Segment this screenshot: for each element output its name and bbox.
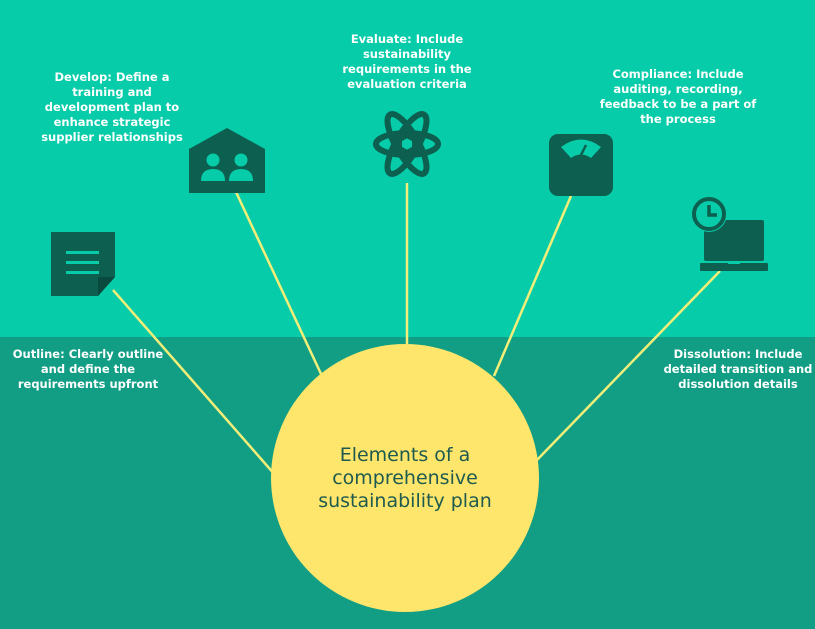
label-develop: Develop: Define a training and developme…	[28, 70, 196, 145]
label-line: and define the	[40, 362, 136, 376]
connector-dissolution	[536, 270, 721, 461]
label-line: auditing, recording,	[613, 82, 743, 96]
label-line: training and	[72, 85, 152, 99]
label-dissolution: Dissolution: Include detailed transition…	[655, 347, 815, 392]
atom-icon	[373, 111, 441, 177]
label-outline: Outline: Clearly outline and define the …	[2, 347, 174, 392]
label-line: requirements upfront	[17, 377, 159, 391]
label-line: detailed transition and	[663, 362, 813, 376]
label-line: Develop: Define a	[54, 70, 170, 84]
hub-title-line: comprehensive	[332, 466, 478, 489]
label-line: development plan to	[44, 100, 180, 114]
label-line: requirements in the	[342, 62, 472, 76]
hub-title-line: Elements of a	[339, 443, 471, 466]
label-line: sustainability	[362, 47, 452, 61]
label-line: Dissolution: Include	[673, 347, 803, 361]
central-hub: Elements of a comprehensive sustainabili…	[271, 344, 539, 612]
label-compliance: Compliance: Include auditing, recording,…	[592, 67, 764, 127]
label-line: Compliance: Include	[612, 67, 744, 81]
label-line: dissolution details	[678, 377, 798, 391]
team-house-icon	[189, 128, 265, 193]
connector-outline	[112, 289, 277, 477]
label-line: feedback to be a part of	[599, 97, 757, 111]
laptop-clock-icon	[691, 196, 768, 271]
label-line: the process	[640, 112, 716, 126]
label-line: supplier relationships	[41, 130, 183, 144]
scale-icon	[549, 134, 613, 196]
label-line: evaluation criteria	[347, 77, 467, 91]
connector-compliance	[492, 195, 573, 377]
document-icon	[51, 232, 115, 296]
hub-title-line: sustainability plan	[318, 489, 492, 512]
label-evaluate: Evaluate: Include sustainability require…	[327, 32, 487, 92]
label-line: Outline: Clearly outline	[12, 347, 164, 361]
connector-develop	[234, 191, 324, 377]
label-line: enhance strategic	[53, 115, 171, 129]
label-line: Evaluate: Include	[350, 32, 464, 46]
